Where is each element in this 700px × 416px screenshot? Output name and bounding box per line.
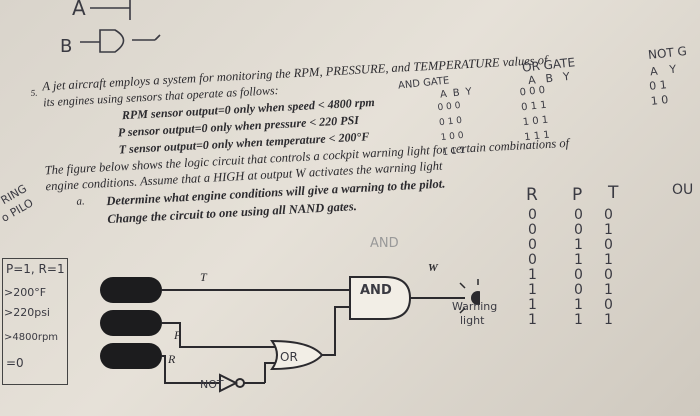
problem-number: 5. (30, 87, 38, 98)
light-label: light (460, 314, 485, 327)
p-value: 1 (574, 252, 583, 268)
t-value: 0 (604, 297, 613, 313)
r-value: 0 (528, 237, 537, 253)
condition-pr: P=1, R=1 (6, 262, 65, 276)
t-value: 0 (604, 207, 613, 223)
sensor-r (100, 343, 162, 369)
sensor-t (100, 277, 162, 303)
warning-light-bulb (471, 291, 480, 305)
r-value: 1 (528, 312, 537, 328)
r-value: 1 (528, 297, 537, 313)
or-rows: 0 0 0 0 1 1 1 0 1 1 1 1 (519, 83, 551, 145)
t-value: 0 (604, 267, 613, 283)
p-value: 1 (574, 237, 583, 253)
condition-pressure: >220psi (4, 306, 50, 319)
t-value: 1 (604, 312, 613, 328)
t-value: 1 (604, 222, 613, 238)
not-truth-header: A Y (649, 63, 676, 79)
p-value: 0 (574, 267, 583, 283)
sensor-p (100, 310, 162, 336)
t-value: 1 (604, 282, 613, 298)
r-value: 0 (528, 207, 537, 223)
wire-label-r: R (168, 352, 176, 366)
top-gate-sketch (80, 0, 161, 53)
output-w-label: W (428, 262, 438, 274)
and-col-a: A (439, 88, 448, 101)
p-value: 1 (574, 297, 583, 313)
or-row-4: 1 1 1 (523, 129, 551, 144)
or-gate-text: OR (280, 350, 298, 364)
r-value: 0 (528, 252, 537, 268)
col-header-r: R (526, 185, 538, 205)
ou-note: OU (672, 182, 694, 198)
not-gate (219, 373, 239, 393)
col-header-t: T (608, 183, 619, 203)
r-value: 1 (528, 282, 537, 298)
t-column-values: 0 1 0 1 0 1 0 1 (604, 208, 613, 328)
p-value: 0 (574, 282, 583, 298)
not-row-2: 1 0 (650, 93, 669, 108)
p-value: 0 (574, 207, 583, 223)
warning-label: Warning (452, 300, 498, 313)
not-gate-text: NOT (200, 378, 224, 391)
logic-circuit (100, 276, 480, 393)
condition-temp: >200°F (4, 286, 47, 299)
not-gate-label: NOT G (647, 44, 688, 62)
condition-zero: =0 (6, 356, 24, 370)
p-value: 0 (574, 222, 583, 238)
and-gate-text: AND (360, 283, 392, 298)
sketch-label-b: B (60, 36, 73, 57)
conditions-box (2, 258, 68, 385)
condition-rpm: >4800rpm (4, 332, 59, 343)
or-col-b: B (544, 71, 554, 86)
t-value: 0 (604, 237, 613, 253)
p-value: 1 (574, 312, 583, 328)
or-col-y: Y (562, 69, 571, 84)
and-col-y: Y (465, 86, 473, 98)
not-col-y: Y (668, 62, 677, 77)
wire-label-p: P (174, 328, 182, 342)
r-column-values: 0 0 0 0 1 1 1 1 (528, 208, 537, 328)
and-row-4: 1 1 1 (441, 145, 466, 159)
not-rows: 0 1 1 0 (648, 77, 669, 109)
part-a-marker: a. (76, 195, 85, 208)
t-value: 1 (604, 252, 613, 268)
wire-label-t: T (200, 270, 207, 284)
and-rows: 0 0 0 0 1 0 1 0 0 1 1 1 (437, 99, 466, 161)
not-col-a: A (649, 64, 659, 79)
or-gate (270, 339, 324, 371)
p-column-values: 0 0 1 1 0 0 1 1 (574, 208, 583, 328)
and-col-b: B (452, 87, 461, 100)
r-value: 1 (528, 267, 537, 283)
sketch-label-a: A (72, 0, 86, 20)
scribble-and: AND (370, 236, 399, 251)
r-value: 0 (528, 222, 537, 238)
col-header-p: P (572, 185, 583, 205)
